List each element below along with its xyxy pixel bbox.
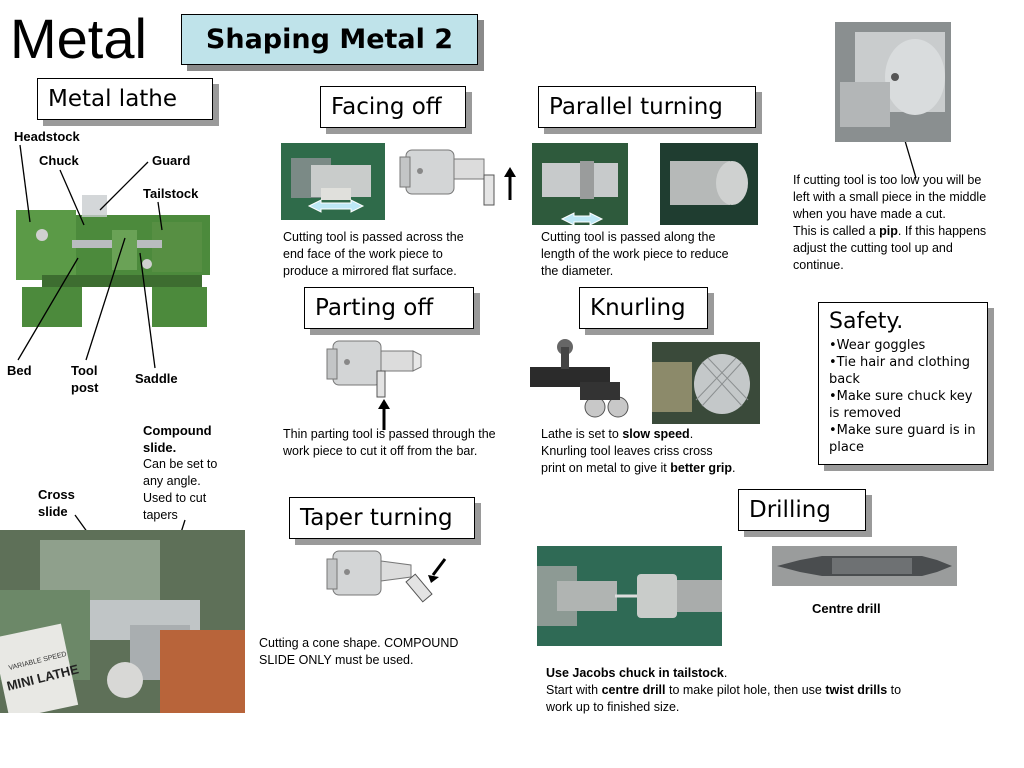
safety-title: Safety. [829, 309, 904, 334]
facing-off-photo [281, 143, 385, 220]
slow-speed-keyword: slow speed [622, 427, 690, 441]
heading-taper-turning: Taper turning [289, 497, 475, 539]
facing-off-diagram [399, 149, 516, 206]
taper-caption-2: SLIDE ONLY must be used. [259, 653, 414, 667]
pip-note-6: continue. [793, 258, 844, 272]
label-guard: Guard [152, 153, 191, 168]
drilling-photo [537, 546, 722, 646]
pip-photo [835, 22, 951, 142]
better-grip-keyword: better grip [670, 461, 733, 475]
drill-caption-2: Start with centre drill to make pilot ho… [546, 683, 902, 697]
label-tool-post-2: post [71, 380, 99, 395]
knurling-work-photo [652, 342, 760, 424]
pip-keyword: pip [879, 224, 898, 238]
heading-metal-lathe: Metal lathe [37, 78, 213, 120]
lathe-machine-image [16, 195, 210, 327]
label-cross-slide-1: Cross [38, 487, 75, 502]
safety-item: •Make sure chuck key is removed [829, 389, 973, 421]
safety-item: •Wear goggles [829, 338, 926, 353]
knurling-tool-photo [530, 339, 629, 418]
pip-note-5: adjust the cutting tool up and [793, 241, 953, 255]
label-chuck: Chuck [39, 153, 79, 168]
parallel-caption-3: the diameter. [541, 264, 614, 278]
parting-caption-2: work piece to cut it off from the bar. [283, 444, 478, 458]
knurl-caption-1: Lathe is set to slow speed. [541, 427, 694, 441]
heading-parting-off: Parting off [304, 287, 474, 329]
subtitle-box: Shaping Metal 2 [181, 14, 478, 65]
label-tool-post-1: Tool [71, 363, 98, 378]
pip-note-2: left with a small piece in the middle [793, 190, 987, 204]
label-cross-slide-2: slide [38, 504, 68, 519]
drill-caption-3: work up to finished size. [546, 700, 680, 714]
parallel-turning-photo-1 [532, 143, 628, 225]
pip-note-3: when you have made a cut. [793, 207, 946, 221]
label-headstock: Headstock [14, 129, 80, 144]
pip-note-1: If cutting tool is too low you will be [793, 173, 982, 187]
facing-caption-2: end face of the work piece to [283, 247, 443, 261]
safety-item: •Make sure guard is in place [829, 423, 976, 455]
taper-turning-diagram [326, 550, 447, 603]
label-bed: Bed [7, 363, 32, 378]
centre-drill-label: Centre drill [812, 601, 881, 616]
label-saddle: Saddle [135, 371, 178, 386]
safety-box: Safety. •Wear goggles •Tie hair and clot… [818, 302, 988, 465]
heading-parallel-turning: Parallel turning [538, 86, 756, 128]
parallel-caption-1: Cutting tool is passed along the [541, 230, 716, 244]
label-tailstock: Tailstock [143, 186, 199, 201]
jacobs-chuck-keyword: Use Jacobs chuck in tailstock [546, 666, 724, 680]
compound-title-2: slide. [143, 440, 177, 455]
facing-caption-1: Cutting tool is passed across the [283, 230, 464, 244]
taper-caption-1: Cutting a cone shape. COMPOUND [259, 636, 459, 650]
subtitle: Shaping Metal 2 [205, 24, 454, 55]
compound-desc-3: Used to cut [143, 491, 207, 505]
page-title: Metal [10, 7, 147, 70]
compound-desc-2: any angle. [143, 474, 201, 488]
parting-caption-1: Thin parting tool is passed through the [283, 427, 496, 441]
knurl-caption-3: print on metal to give it better grip. [541, 461, 736, 475]
drill-caption-1: Use Jacobs chuck in tailstock. [546, 666, 728, 680]
parallel-caption-2: length of the work piece to reduce [541, 247, 729, 261]
heading-facing-off: Facing off [320, 86, 466, 128]
compound-desc-1: Can be set to [143, 457, 218, 471]
centre-drill-image [772, 546, 957, 586]
facing-caption-3: produce a mirrored flat surface. [283, 264, 457, 278]
heading-knurling: Knurling [579, 287, 708, 329]
safety-item: •Tie hair and clothing back [829, 355, 970, 387]
parallel-turning-photo-2 [660, 143, 758, 225]
compound-title-1: Compound [143, 423, 212, 438]
pip-note-4: This is called a pip. If this happens [793, 224, 987, 238]
compound-desc-4: tapers [143, 508, 178, 522]
heading-drilling: Drilling [738, 489, 866, 531]
mini-lathe-photo: VARIABLE SPEED MINI LATHE [0, 530, 245, 713]
parting-off-diagram [326, 340, 422, 430]
knurl-caption-2: Knurling tool leaves criss cross [541, 444, 713, 458]
